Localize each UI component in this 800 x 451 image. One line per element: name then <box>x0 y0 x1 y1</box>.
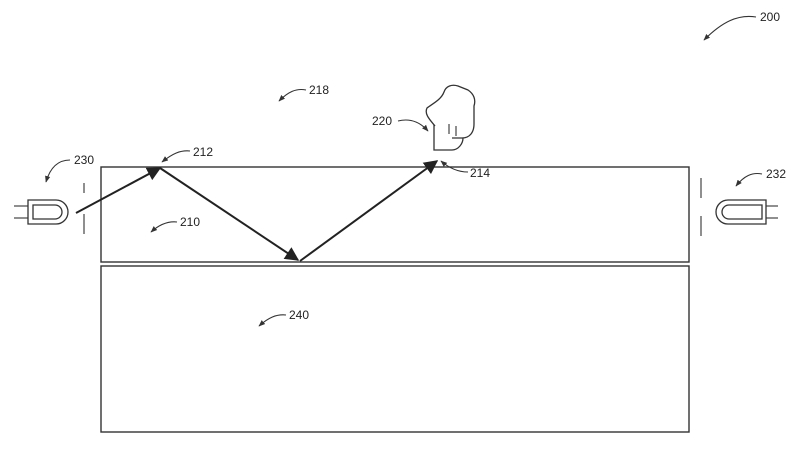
label-touch-point: 214 <box>440 160 490 180</box>
svg-text:212: 212 <box>193 145 213 159</box>
label-detector: 232 <box>735 167 786 187</box>
label-entry-point: 212 <box>161 145 213 163</box>
label-emitter: 230 <box>45 153 94 183</box>
label-ambient: 218 <box>278 83 329 102</box>
svg-text:230: 230 <box>74 153 94 167</box>
label-display: 240 <box>258 308 309 327</box>
label-figure: 200 <box>703 10 780 41</box>
led-emitter-icon <box>14 183 85 234</box>
label-waveguide: 210 <box>150 215 200 233</box>
svg-text:240: 240 <box>289 308 309 322</box>
svg-text:214: 214 <box>470 166 490 180</box>
waveguide-layer <box>100 166 690 263</box>
svg-text:210: 210 <box>180 215 200 229</box>
photo-detector-icon <box>700 178 778 236</box>
display-layer <box>100 265 690 433</box>
label-touch-object: 220 <box>372 114 429 132</box>
light-ray-up <box>299 160 439 262</box>
pointing-hand-icon <box>425 84 476 151</box>
svg-text:218: 218 <box>309 83 329 97</box>
light-ray-down <box>159 167 300 261</box>
light-ray-incoming <box>75 167 162 214</box>
svg-text:232: 232 <box>766 167 786 181</box>
svg-text:200: 200 <box>760 10 780 24</box>
svg-text:220: 220 <box>372 114 392 128</box>
